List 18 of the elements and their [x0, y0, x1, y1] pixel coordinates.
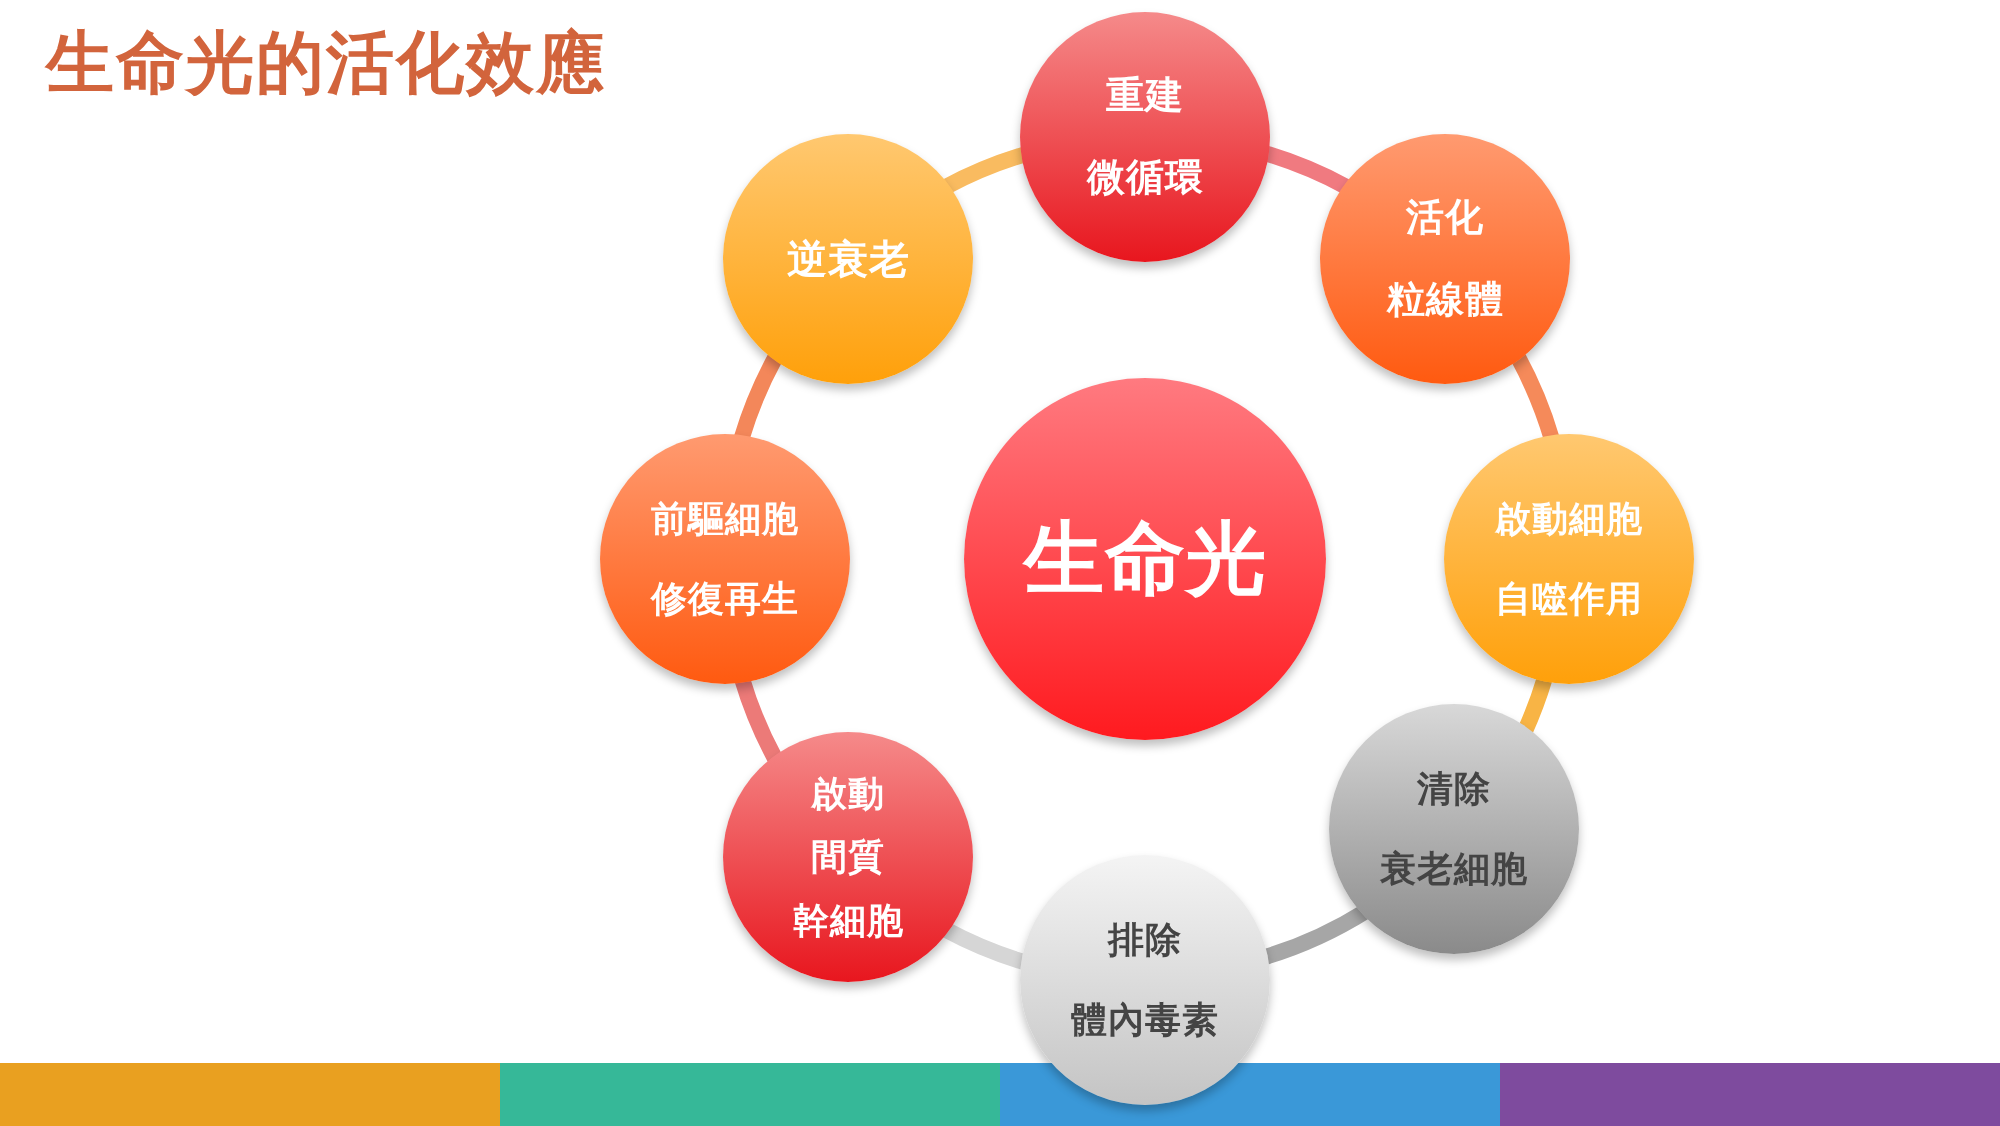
- node-label: 啟動細胞: [1495, 499, 1643, 539]
- node-label: 修復再生: [651, 579, 799, 619]
- node-label: 自噬作用: [1495, 579, 1643, 619]
- node-label: 活化: [1406, 197, 1484, 239]
- node-label: 粒線體: [1386, 279, 1504, 321]
- node-label: 啟動: [811, 773, 885, 814]
- node-label: 清除: [1417, 769, 1491, 809]
- node-label: 前驅細胞: [651, 499, 799, 539]
- node-label: 體內毒素: [1071, 1000, 1219, 1040]
- node-label: 重建: [1106, 75, 1184, 117]
- node-label: 微循環: [1086, 157, 1204, 199]
- node-label: 間質: [811, 837, 885, 877]
- node-label: 幹細胞: [792, 900, 904, 941]
- node-label: 生命光: [1023, 515, 1267, 603]
- node-label: 排除: [1108, 920, 1182, 960]
- node-label: 衰老細胞: [1380, 849, 1528, 889]
- title: 生命光的活化效應: [46, 22, 606, 104]
- node-label: 逆衰老: [786, 237, 910, 281]
